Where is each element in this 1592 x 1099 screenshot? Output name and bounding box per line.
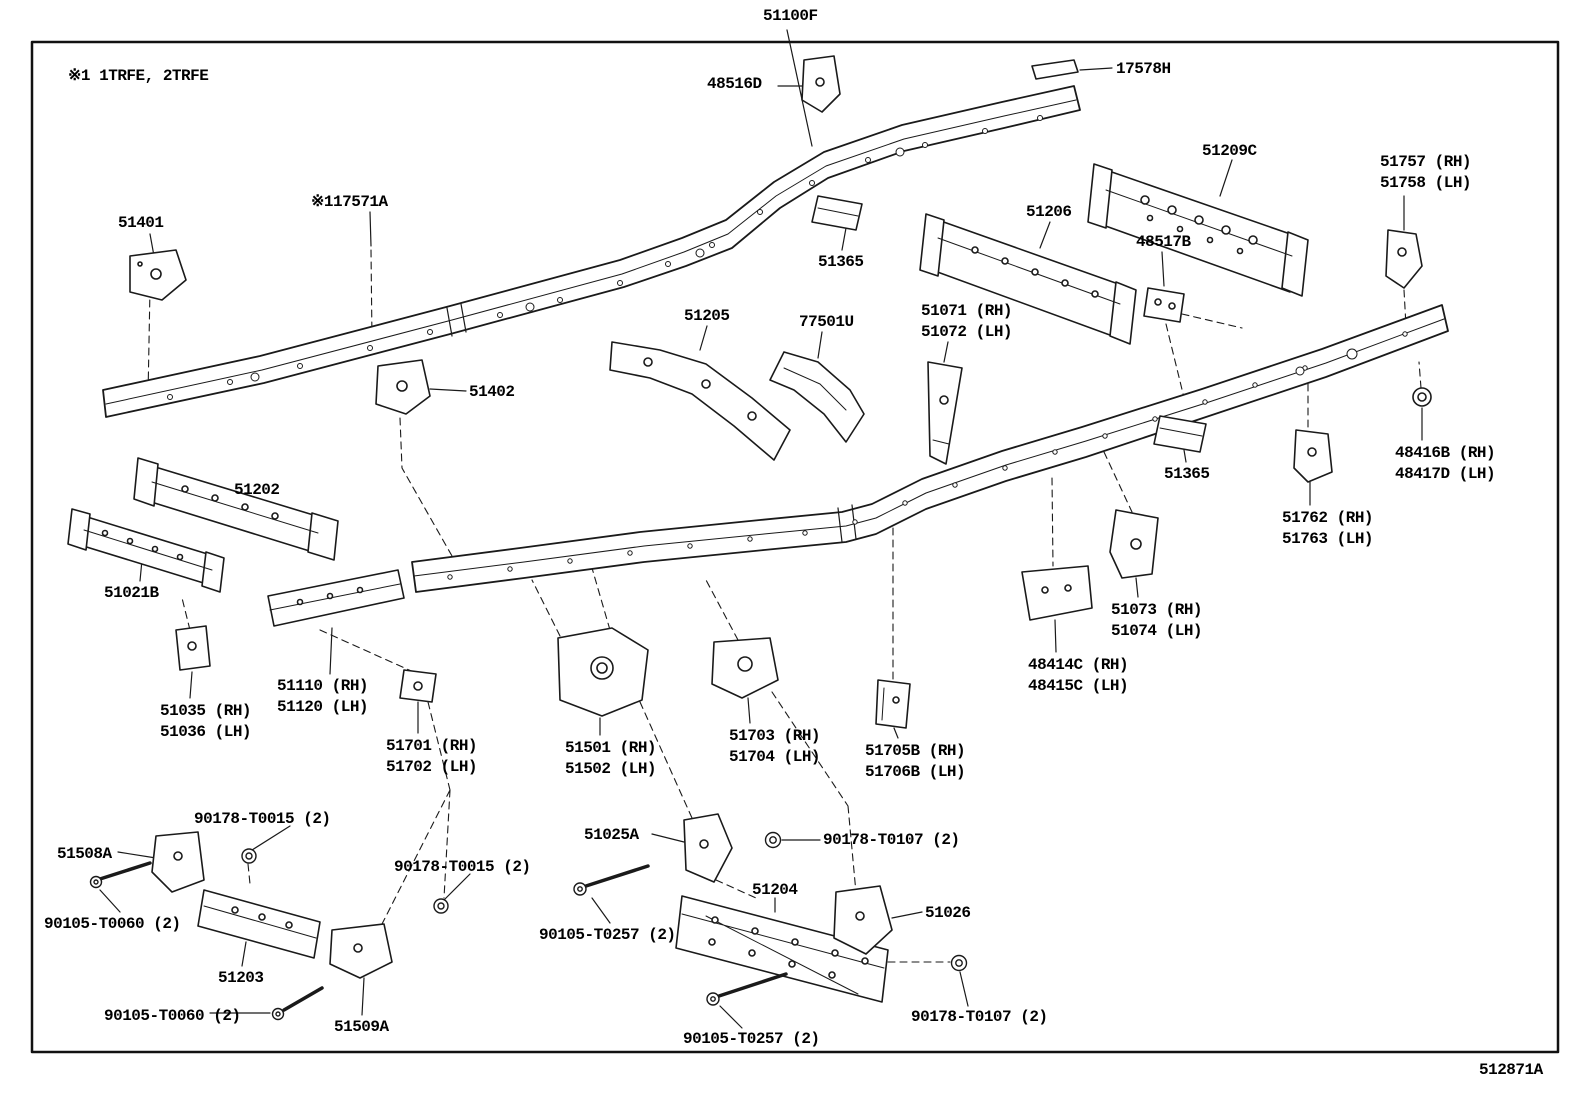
- part-label-51701-51702: 51701 (RH)51702 (LH): [386, 737, 478, 776]
- part-label-90178-T0015-a: 90178-T0015 (2): [194, 810, 331, 828]
- part-label-51365-lower: 51365: [1164, 465, 1210, 483]
- part-shape-51701: [399, 669, 437, 703]
- diagram-border: [30, 40, 1560, 1054]
- part-shape-48517B: [1143, 287, 1185, 323]
- part-label-90105-T0060-a: 90105-T0060 (2): [44, 915, 181, 933]
- part-label-51110-51120: 51110 (RH)51120 (LH): [277, 677, 369, 716]
- part-label-48517B: 48517B: [1136, 233, 1191, 251]
- part-shape-51703: [711, 637, 779, 699]
- part-shape-51757: [1385, 229, 1423, 289]
- part-label-117571A: ※117571A: [311, 193, 388, 211]
- part-label-48414C-48415C: 48414C (RH)48415C (LH): [1028, 656, 1129, 695]
- part-label-51205: 51205: [684, 307, 730, 325]
- part-shape-51071: [927, 361, 963, 465]
- part-label-51206: 51206: [1026, 203, 1072, 221]
- part-label-51401: 51401: [118, 214, 164, 232]
- part-shape-51509A: [329, 923, 393, 979]
- part-label-90105-T0257-b: 90105-T0257 (2): [683, 1030, 820, 1048]
- part-shape-51508A: [151, 831, 205, 893]
- part-shape-48516D: [801, 55, 841, 113]
- part-label-90105-T0257-a: 90105-T0257 (2): [539, 926, 676, 944]
- part-shape-51705B: [875, 679, 911, 729]
- part-shape-51209C: [1087, 163, 1309, 297]
- part-shape-51073: [1109, 509, 1159, 579]
- part-shape-51021B: [67, 508, 225, 593]
- part-shape-51035: [175, 625, 211, 671]
- part-shape-lower-rail: [411, 304, 1449, 593]
- part-label-51071-51072: 51071 (RH)51072 (LH): [921, 302, 1013, 341]
- part-label-51705B-51706B: 51705B (RH)51706B (LH): [865, 742, 966, 781]
- part-shape-51204: [675, 895, 889, 1003]
- part-label-90178-T0015-b: 90178-T0015 (2): [394, 858, 531, 876]
- dashed-leader-lines: [147, 249, 1422, 963]
- part-label-51762-51763: 51762 (RH)51763 (LH): [1282, 509, 1374, 548]
- part-label-90178-T0107-a: 90178-T0107 (2): [823, 831, 960, 849]
- part-shape-51202: [133, 457, 339, 561]
- part-label-51509A: 51509A: [334, 1018, 389, 1036]
- part-label-51365-upper: 51365: [818, 253, 864, 271]
- part-shape-51762: [1293, 429, 1333, 483]
- part-shape-51401: [129, 249, 187, 301]
- part-label-51204: 51204: [752, 881, 798, 899]
- part-shape-51365-upper: [811, 195, 863, 231]
- part-label-17578H: 17578H: [1116, 60, 1171, 78]
- part-label-51703-51704: 51703 (RH)51704 (LH): [729, 727, 821, 766]
- part-label-51203: 51203: [218, 969, 264, 987]
- part-shape-77501U: [769, 351, 865, 443]
- part-shape-48416B: [1412, 387, 1432, 407]
- fastener-shapes: [89, 831, 968, 1021]
- part-label-48416B-48417D: 48416B (RH)48417D (LH): [1395, 444, 1496, 483]
- part-shape-48414C: [1021, 565, 1093, 621]
- part-shape-51501: [557, 627, 649, 717]
- part-label-51100F: 51100F: [763, 7, 818, 25]
- part-label-51026: 51026: [925, 904, 971, 922]
- part-label-48516D: 48516D: [707, 75, 762, 93]
- part-shape-51110: [267, 569, 405, 627]
- part-label-51073-51074: 51073 (RH)51074 (LH): [1111, 601, 1203, 640]
- part-shape-51206: [919, 213, 1137, 345]
- part-shape-51025A: [683, 813, 733, 883]
- leader-lines: [99, 29, 1423, 1029]
- part-shape-51365-lower: [1153, 415, 1207, 453]
- part-label-note-trfe: ※1 1TRFE, 2TRFE: [68, 67, 209, 85]
- part-label-90178-T0107-b: 90178-T0107 (2): [911, 1008, 1048, 1026]
- part-label-51209C: 51209C: [1202, 142, 1257, 160]
- part-label-51757-51758: 51757 (RH)51758 (LH): [1380, 153, 1472, 192]
- part-label-51501-51502: 51501 (RH)51502 (LH): [565, 739, 657, 778]
- part-label-51202: 51202: [234, 481, 280, 499]
- part-label-51025A: 51025A: [584, 826, 639, 844]
- part-label-51035-51036: 51035 (RH)51036 (LH): [160, 702, 252, 741]
- part-shape-51203: [197, 889, 321, 959]
- part-label-512871A: 512871A: [1479, 1061, 1543, 1079]
- part-label-51021B: 51021B: [104, 584, 159, 602]
- part-shape-17578H: [1031, 59, 1079, 80]
- part-label-51508A: 51508A: [57, 845, 112, 863]
- part-label-51402: 51402: [469, 383, 515, 401]
- part-shape-upper-rail: [102, 85, 1081, 418]
- part-label-90105-T0060-b: 90105-T0060 (2): [104, 1007, 241, 1025]
- part-shape-51026: [833, 885, 893, 955]
- part-label-77501U: 77501U: [799, 313, 854, 331]
- part-shape-51205: [609, 341, 791, 461]
- part-shape-51402: [375, 359, 431, 415]
